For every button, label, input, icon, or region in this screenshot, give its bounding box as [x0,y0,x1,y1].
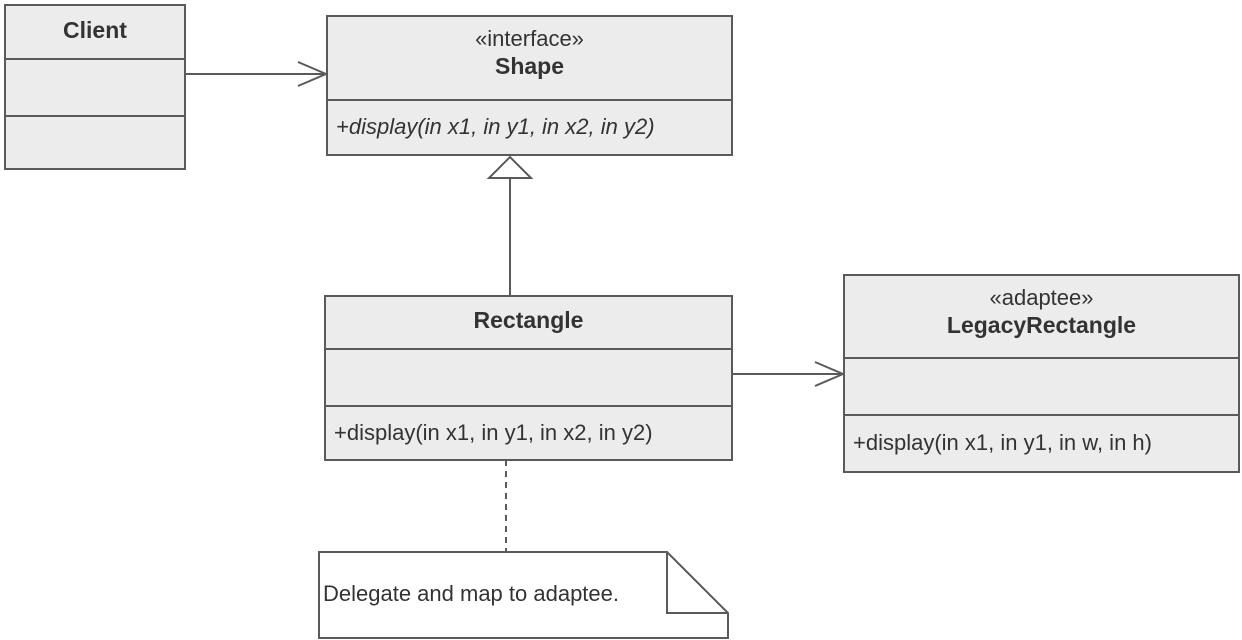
class-name: Rectangle [473,307,584,333]
operation-label: +display(in x1, in y1, in x2, in y2) [336,114,655,139]
shape-class[interactable]: «interface» Shape +display(in x1, in y1,… [326,15,733,156]
legacy-rectangle-class[interactable]: «adaptee» LegacyRectangle +display(in x1… [843,274,1240,473]
stereotype-label: «adaptee» [989,285,1094,310]
legacy-rectangle-operations: +display(in x1, in y1, in w, in h) [845,414,1238,471]
class-name: Client [63,17,127,43]
note-text: Delegate and map to adaptee. [323,581,620,606]
client-attributes [6,58,184,115]
note-shape [318,551,729,639]
legacy-rectangle-header: «adaptee» LegacyRectangle [845,276,1238,357]
operation-label: +display(in x1, in y1, in x2, in y2) [334,420,653,445]
rectangle-class[interactable]: Rectangle +display(in x1, in y1, in x2, … [324,295,733,461]
operation-label: +display(in x1, in y1, in w, in h) [853,430,1152,455]
stereotype-label: «interface» [475,26,584,51]
rectangle-header: Rectangle [326,297,731,348]
shape-header: «interface» Shape [328,17,731,99]
shape-operations: +display(in x1, in y1, in x2, in y2) [328,99,731,154]
comment-note[interactable]: Delegate and map to adaptee. [318,551,730,639]
client-operations [6,115,184,168]
rectangle-attributes [326,348,731,405]
client-header: Client [6,6,184,58]
rectangle-operations: +display(in x1, in y1, in x2, in y2) [326,405,731,459]
legacy-rectangle-attributes [845,357,1238,414]
class-name: Shape [494,53,565,79]
client-class[interactable]: Client [4,4,186,170]
hollow-triangle-arrowhead [486,155,534,179]
class-name: LegacyRectangle [946,312,1137,338]
